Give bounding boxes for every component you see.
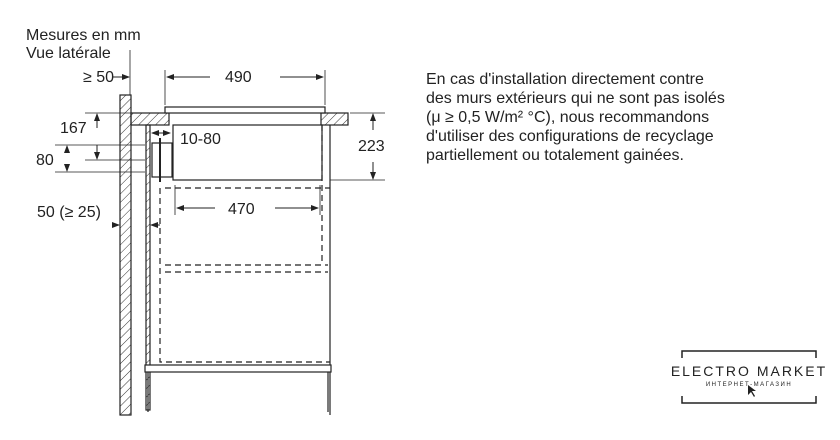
dim-10-80: 10-80 bbox=[180, 131, 221, 148]
note-line: des murs extérieurs qui ne sont pas isol… bbox=[426, 90, 725, 107]
duct bbox=[151, 142, 173, 178]
view-label: Vue latérale bbox=[26, 45, 111, 62]
electro-market-logo: ELECTRO MARKET ИНТЕРНЕТ-МАГАЗИН bbox=[668, 349, 830, 405]
note-line: partiellement ou totalement gainées. bbox=[426, 147, 684, 164]
units-label: Mesures en mm bbox=[26, 27, 141, 44]
hob-body bbox=[172, 124, 323, 181]
worktop-right bbox=[320, 112, 349, 126]
plinth bbox=[144, 364, 332, 373]
dim-167: 167 bbox=[60, 120, 87, 137]
dim-wall-gap: ≥ 50 bbox=[83, 69, 114, 86]
logo-tagline: ИНТЕРНЕТ-МАГАЗИН bbox=[706, 382, 792, 388]
worktop-left bbox=[130, 112, 170, 126]
note-line: (μ ≥ 0,5 W/m² °C), nous recommandons bbox=[426, 109, 710, 126]
dim-470: 470 bbox=[228, 201, 255, 218]
dim-490: 490 bbox=[225, 69, 252, 86]
installation-note: En cas d'installation directement contre… bbox=[426, 70, 725, 165]
note-line: En cas d'installation directement contre bbox=[426, 71, 704, 88]
dim-223: 223 bbox=[358, 138, 385, 155]
hob-glass bbox=[164, 106, 326, 114]
wall bbox=[119, 94, 132, 416]
note-line: d'utiliser des configurations de recycla… bbox=[426, 128, 714, 145]
logo-name: ELECTRO MARKET bbox=[671, 363, 827, 379]
dim-rear-gap: 50 (≥ 25) bbox=[37, 204, 101, 221]
cursor-icon bbox=[748, 385, 756, 397]
dim-80: 80 bbox=[36, 152, 54, 169]
